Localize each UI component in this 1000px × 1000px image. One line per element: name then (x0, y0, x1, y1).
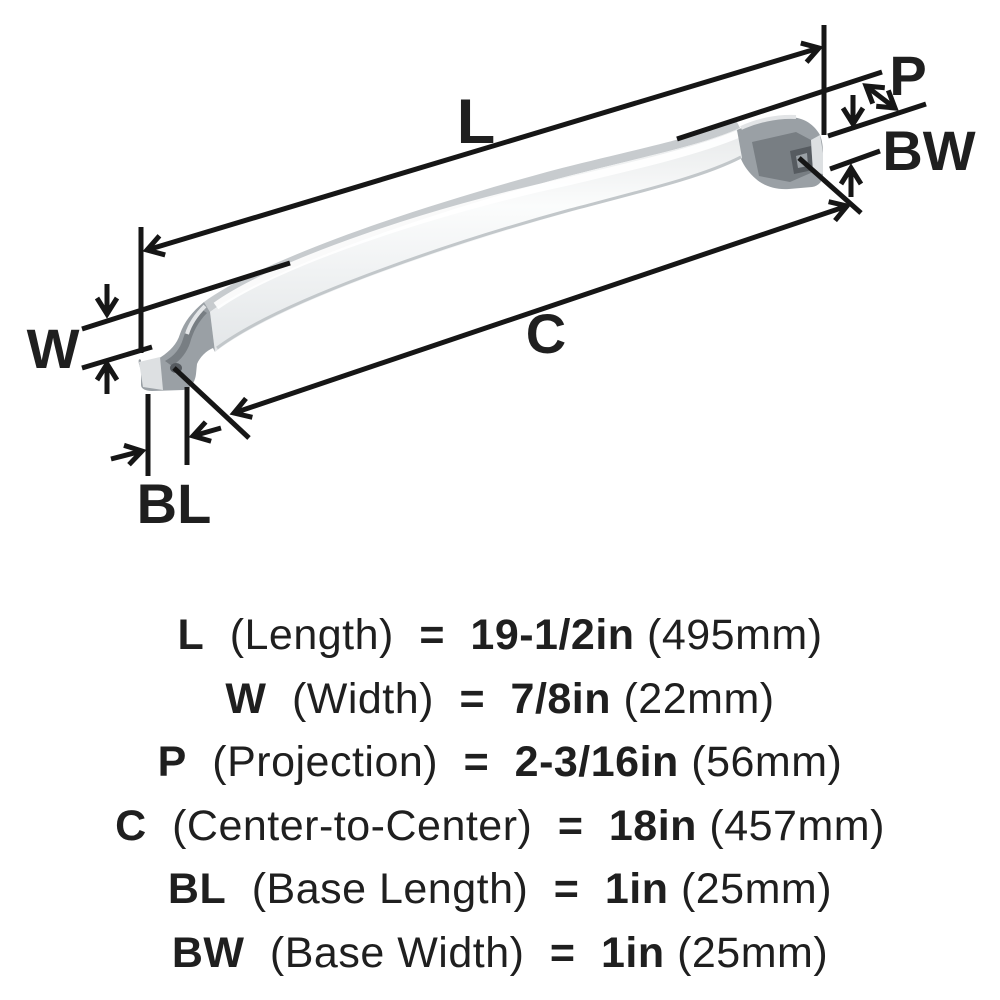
spec-equals-sign: = (553, 865, 580, 913)
dimension-spec-list: L (Length) = 19-1/2in (495mm) W (Width) … (0, 604, 1000, 985)
base-length-dimension-label: BL (137, 472, 212, 535)
spec-equals-sign: = (557, 801, 584, 850)
spec-dimension-name: (Width) (291, 674, 434, 723)
spec-dimension-name: (Length) (229, 611, 394, 659)
spec-imperial-value: 2-3/16in (514, 738, 679, 786)
spec-dimension-letter: C (115, 801, 147, 850)
spec-dimension-name: (Base Length) (251, 865, 529, 913)
right-center-leader-line (797, 156, 863, 215)
left-base-bottom-face (139, 357, 163, 390)
spec-equals-sign: = (549, 928, 576, 977)
handle-left-base (138, 302, 215, 391)
spec-metric-value: (495mm) (647, 611, 823, 659)
spec-dimension-name: (Projection) (212, 738, 439, 786)
left-base-highlight (185, 304, 207, 335)
spec-imperial-value: 19-1/2in (470, 611, 635, 659)
spec-equals-sign: = (463, 738, 490, 786)
spec-dimension-letter: P (157, 738, 187, 786)
spec-dimension-letter: BL (167, 865, 227, 913)
dimension-lines (81, 25, 927, 476)
spec-row-base-width: BW (Base Width) = 1in (25mm) (0, 922, 1000, 986)
spec-row-width: W (Width) = 7/8in (22mm) (0, 668, 1000, 732)
spec-row-projection: P (Projection) = 2-3/16in (56mm) (0, 731, 1000, 795)
spec-imperial-value: 1in (600, 928, 665, 977)
left-base-neck-shadow (165, 309, 207, 366)
spec-dimension-letter: W (225, 674, 267, 723)
spec-imperial-value: 18in (608, 801, 697, 850)
base-width-reference-line (829, 148, 881, 172)
base-width-dimension-label: BW (882, 119, 975, 182)
width-lower-reference-line (81, 344, 153, 371)
spec-metric-value: (25mm) (677, 928, 829, 977)
spec-equals-sign: = (459, 674, 486, 723)
handle-bar-bottom-edge (216, 155, 742, 350)
spec-metric-value: (25mm) (680, 865, 833, 913)
projection-lower-reference-line (827, 101, 927, 139)
spec-row-length: L (Length) = 19-1/2in (495mm) (0, 604, 1000, 668)
spec-dimension-name: (Base Width) (269, 928, 525, 977)
length-dimension-label: L (457, 87, 495, 157)
spec-dimension-letter: BW (171, 928, 245, 977)
spec-dimension-name: (Center-to-Center) (172, 801, 533, 850)
width-dimension-label: W (27, 317, 80, 380)
spec-dimension-letter: L (177, 611, 205, 659)
spec-row-base-length: BL (Base Length) = 1in (25mm) (0, 858, 1000, 922)
base-length-right-arrow-icon (110, 442, 147, 467)
projection-dimension-label: P (889, 44, 926, 107)
spec-imperial-value: 7/8in (510, 674, 612, 723)
base-length-left-arrow-icon (188, 420, 222, 444)
spec-imperial-value: 1in (604, 865, 669, 913)
projection-double-arrow-icon (862, 83, 899, 111)
spec-metric-value: (56mm) (691, 738, 843, 786)
cabinet-pull-illustration (138, 114, 823, 391)
left-center-leader-line (172, 366, 251, 440)
spec-row-center-to-center: C (Center-to-Center) = 18in (457mm) (0, 795, 1000, 859)
spec-metric-value: (457mm) (709, 801, 885, 850)
center-to-center-dimension-line (229, 199, 852, 420)
spec-equals-sign: = (419, 611, 445, 659)
projection-upper-reference-line (676, 69, 883, 142)
spec-metric-value: (22mm) (623, 674, 775, 723)
handle-right-base (737, 114, 823, 190)
center-to-center-dimension-label: C (526, 302, 566, 365)
